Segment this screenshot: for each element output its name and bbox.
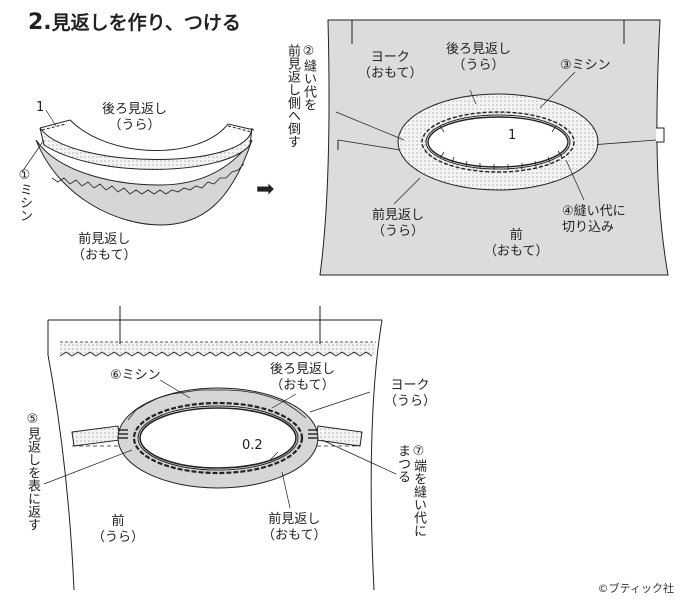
back-facing-shape [39,127,253,170]
step1-facing-pieces [21,109,255,226]
label-yoke-3: ヨーク （うら） [384,378,437,409]
label-sewing-2: ③ミシン [560,58,611,73]
label-back-facing-3: 後ろ見返し （おもて） [270,362,336,393]
label-press-note: ②縫い代を 前見返し側へ倒す [285,44,316,148]
step3-bodice [43,306,397,591]
label-margin: 0.2 [242,438,263,453]
step-number: 2. [28,10,52,35]
label-tack-note: ⑦端を縫い代に まつる [395,444,426,537]
label-front-facing-1: 前見返し （おもて） [72,232,137,263]
label-turn-note: ⑤見返しを表に返す [25,412,40,531]
neck-opening [425,114,571,170]
label-back-facing-1: 後ろ見返し （うら） [102,102,168,133]
stitch-line [421,111,575,173]
label-back-facing-2: 後ろ見返し （うら） [446,42,512,73]
tack-marks [118,429,318,439]
label-sewing-1: ①ミシン [17,168,32,222]
neck-opening-3 [137,405,299,471]
label-front-2: 前 （おもて） [484,228,549,259]
label-allowance-2: 1 [508,128,517,143]
label-front-3: 前 （うら） [92,514,145,545]
step2-yoke [319,19,669,276]
front-facing-shape [35,139,253,226]
topstitch-3 [132,401,304,475]
back-facing-outline [39,119,255,151]
copyright-credit: ©ブティック社 [597,582,674,595]
inner-edge-3 [139,407,297,469]
label-front-facing-2: 前見返し （うら） [372,208,425,239]
label-front-facing-3: 前見返し （おもて） [262,512,327,543]
stitch-left [41,123,67,131]
page-title: 2.見返しを作り、つける [28,8,241,35]
label-yoke-2: ヨーク （おもて） [358,50,423,81]
stitch-right [227,125,253,133]
label-allowance-1: 1 [36,100,45,115]
bodice-outline [47,319,383,591]
cut-line [427,116,569,168]
title-text: 見返しを作り、つける [51,12,241,34]
clip-marks [439,125,563,170]
label-sewing-3: ⑥ミシン [110,368,161,383]
zigzag-edge [51,163,245,195]
arrow-right-icon: ➡ [256,177,275,202]
label-clip-note: ④縫い代に 切り込み [562,204,626,235]
